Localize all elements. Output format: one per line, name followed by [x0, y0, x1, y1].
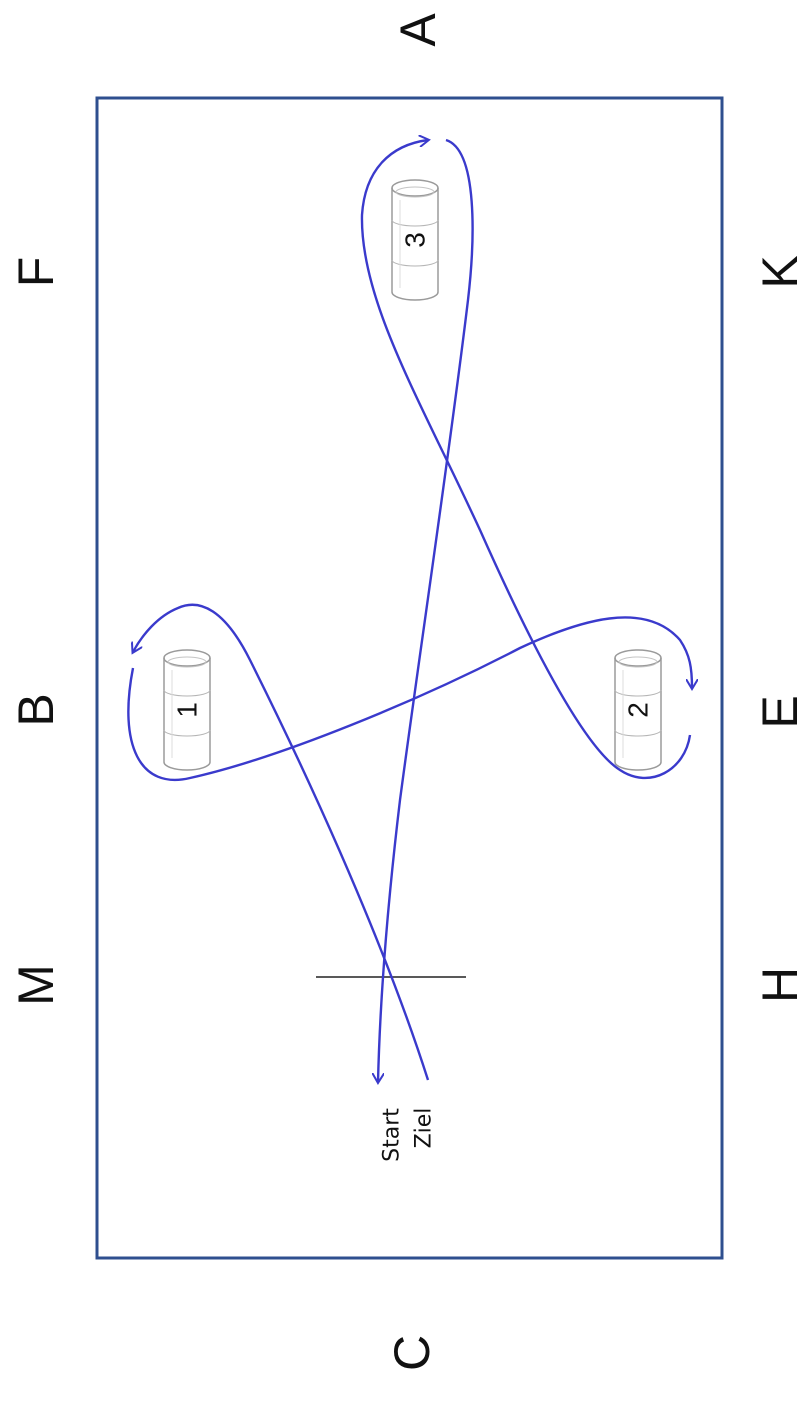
marker-letter-a: A	[390, 13, 446, 47]
barrel-2: 2	[614, 649, 662, 771]
finish-label: Ziel	[412, 1108, 437, 1149]
route-barrel-1-to-barrel-2	[127, 616, 692, 781]
marker-letter-c: C	[384, 1335, 440, 1371]
barrel-3: 3	[391, 179, 439, 301]
marker-letter-m: M	[8, 964, 64, 1006]
marker-letter-h: H	[752, 967, 801, 1003]
route-to-barrel-1	[133, 603, 430, 1081]
arena-border	[95, 96, 724, 1260]
start-label: Start	[380, 1108, 405, 1162]
marker-letter-e: E	[752, 695, 801, 728]
barrel-2-number: 2	[623, 702, 654, 718]
route-barrel-3-to-finish	[378, 138, 474, 1082]
barrel-1: 1	[163, 649, 211, 771]
route-barrel-2-to-barrel-3	[360, 140, 692, 780]
barrel-1-number: 1	[172, 702, 203, 718]
marker-letter-b: B	[8, 693, 64, 726]
marker-letter-k: K	[752, 255, 801, 288]
barrel-3-number: 3	[400, 232, 431, 248]
marker-letter-f: F	[8, 257, 64, 288]
